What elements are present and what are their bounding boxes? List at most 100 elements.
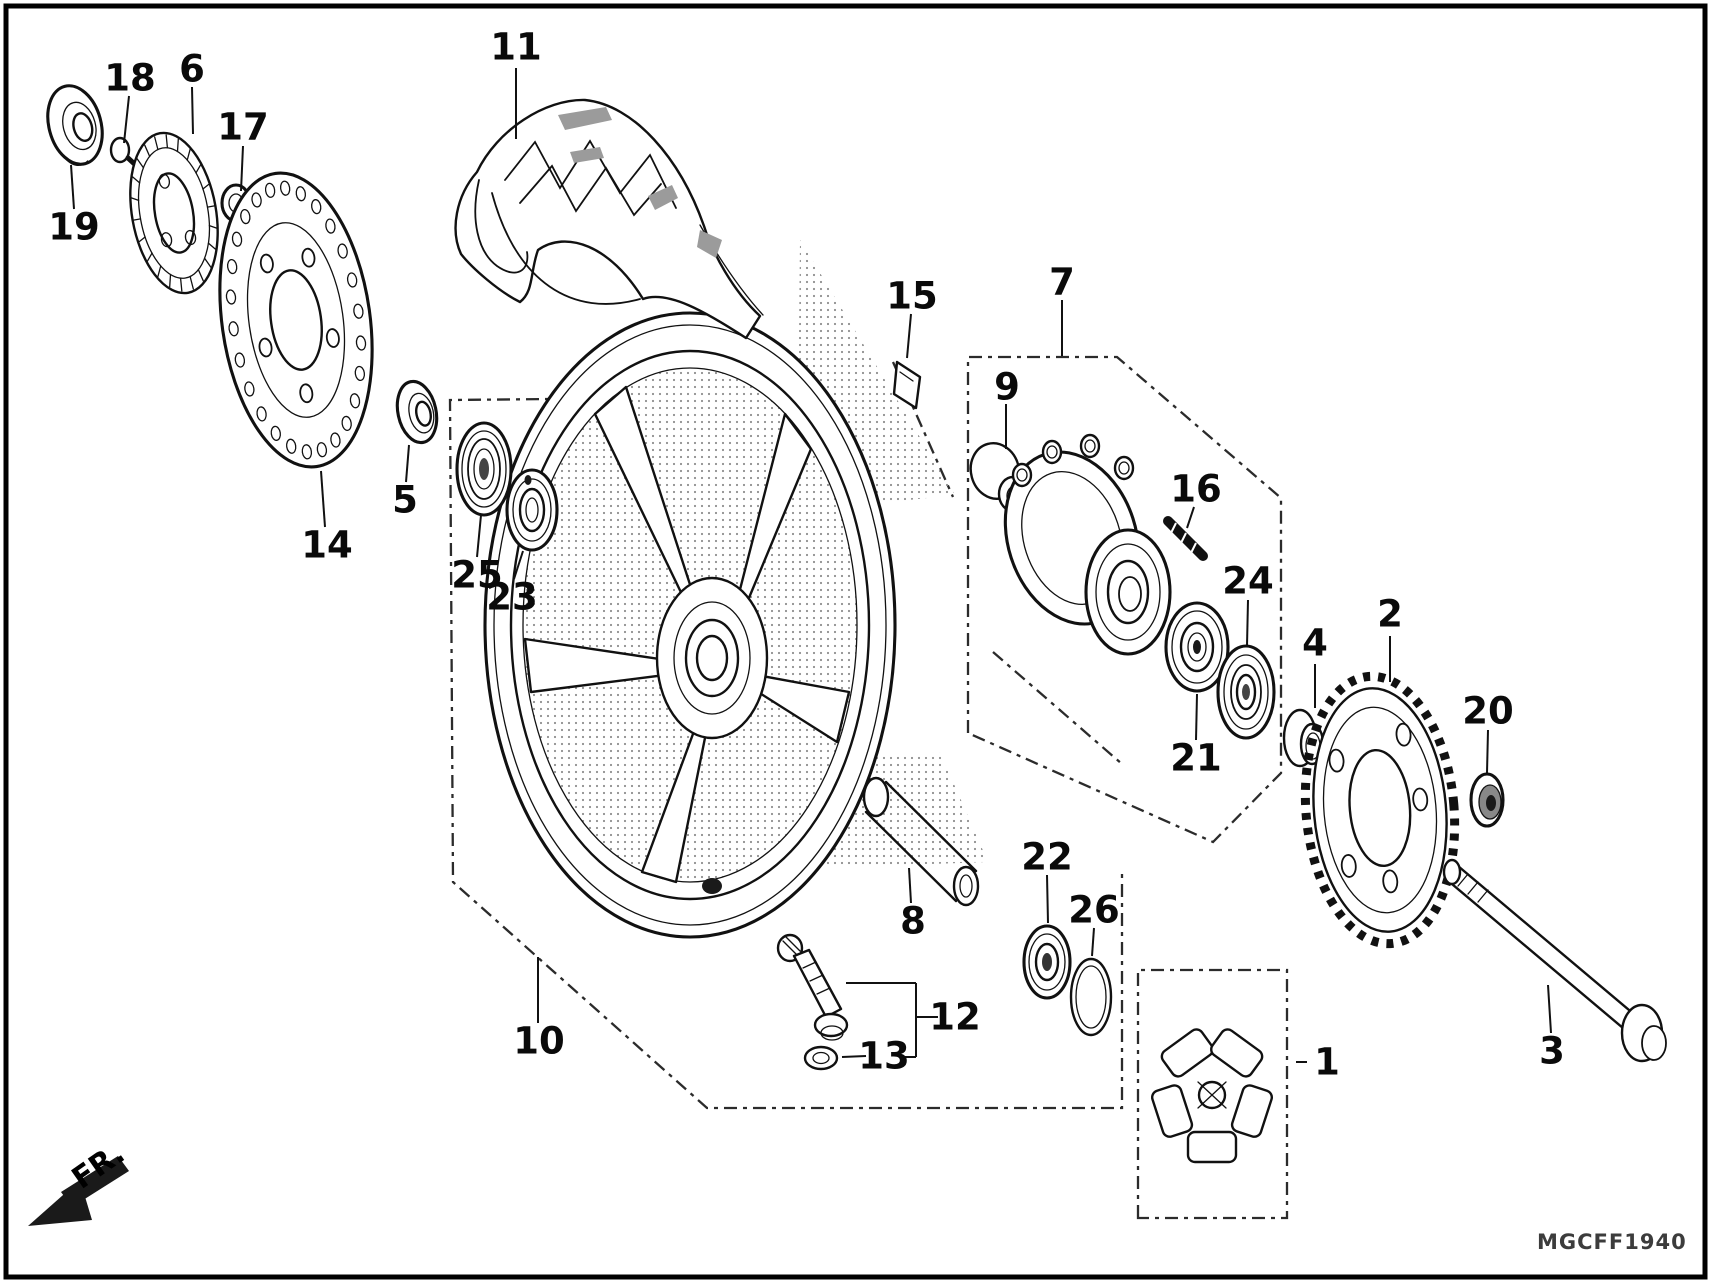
pulser-tick — [154, 136, 159, 151]
disc-hole — [346, 272, 358, 288]
hub-bearing — [1164, 601, 1230, 693]
page-border — [3, 3, 1708, 1280]
disc-hole — [330, 432, 341, 448]
callout-23: 23 — [486, 576, 538, 619]
disc-hole — [285, 438, 297, 454]
disc-hole — [264, 182, 276, 198]
callout-1: 1 — [1314, 1041, 1340, 1084]
pulser-tick — [144, 144, 151, 157]
pulser-tick — [138, 236, 146, 243]
pulser-tick — [195, 164, 202, 174]
pulser-tick — [197, 269, 204, 282]
sprocket-nut — [1469, 772, 1505, 828]
pulser-tick — [208, 224, 218, 229]
callout-3: 3 — [1539, 1030, 1565, 1073]
callout-leader-16 — [1186, 506, 1195, 529]
disc-hole — [240, 208, 251, 225]
pulser-tick — [169, 273, 172, 288]
mudguard — [454, 98, 764, 340]
disc-hole — [337, 243, 348, 259]
disc-hole — [355, 335, 367, 351]
callout-4: 4 — [1302, 622, 1328, 665]
callout-18: 18 — [104, 57, 156, 100]
tire-valve — [776, 933, 849, 1041]
callout-9: 9 — [994, 366, 1020, 409]
pulser-tick — [179, 277, 183, 292]
pulser-tick — [165, 134, 169, 149]
pulser-tick — [136, 158, 145, 169]
hub-boss — [1084, 528, 1172, 656]
callout-13: 13 — [858, 1035, 910, 1078]
wheel-group-box-right-edge — [891, 361, 1123, 765]
pulser-tick — [207, 242, 217, 250]
disc-hole — [349, 393, 361, 409]
disc-hole — [244, 381, 255, 397]
hub-assembly — [969, 433, 1276, 740]
balance-weight — [892, 360, 922, 410]
fr-arrow-head — [28, 1180, 92, 1226]
callout-17: 17 — [217, 106, 269, 149]
callout-7: 7 — [1049, 261, 1075, 304]
disc-hole — [270, 425, 282, 441]
callout-leader-17 — [240, 145, 244, 192]
disc-hole — [225, 289, 237, 305]
disc-hole — [354, 365, 366, 382]
callout-25: 25 — [451, 554, 503, 597]
callout-leader-5 — [405, 444, 410, 483]
group-boxes — [448, 355, 1289, 1220]
damper-lobe — [1210, 1028, 1264, 1078]
wheel-group-box — [448, 396, 1124, 1110]
callout-20: 20 — [1462, 690, 1514, 733]
callout-16: 16 — [1170, 468, 1222, 511]
damper-lobe — [1160, 1028, 1214, 1078]
callout-leader-3 — [1547, 984, 1552, 1034]
callout-leader-14 — [320, 470, 326, 528]
disc-hole — [234, 352, 246, 368]
callout-leader-23 — [513, 550, 524, 580]
wheel-bearing-left — [505, 468, 559, 552]
callout-19: 19 — [48, 206, 100, 249]
callout-leader-6 — [191, 86, 194, 135]
disc-hole — [256, 406, 267, 422]
callout-24: 24 — [1222, 560, 1274, 603]
callout-leader-8 — [908, 867, 912, 904]
callout-5: 5 — [392, 479, 418, 522]
callout-leader-22 — [1046, 874, 1049, 924]
sprocket-center-hole — [1348, 748, 1412, 868]
pulser-tick — [203, 257, 212, 268]
hub-bearing-outer — [1022, 924, 1072, 1000]
hub-dust-seal — [1216, 644, 1276, 740]
disc-hole — [226, 258, 238, 275]
callout-leader-26 — [1091, 927, 1095, 957]
disc-hole — [316, 442, 328, 458]
hub-studs — [1011, 433, 1135, 488]
callout-11: 11 — [490, 26, 542, 69]
disc-hole — [279, 180, 291, 196]
valve-nut — [803, 1045, 839, 1071]
callout-leader-21 — [1195, 693, 1198, 741]
callout-12: 12 — [929, 996, 981, 1039]
damper-lobe — [1150, 1084, 1194, 1138]
rear-axle — [1442, 858, 1667, 1063]
callout-15: 15 — [886, 275, 938, 318]
pulser-tick — [146, 252, 153, 262]
side-collar-nut — [395, 379, 439, 445]
callout-22: 22 — [1021, 836, 1073, 879]
callout-6: 6 — [179, 48, 205, 91]
callout-21: 21 — [1170, 737, 1222, 780]
dust-seal-left — [455, 421, 513, 517]
hub-stud-bolt — [1163, 516, 1208, 561]
pulser-tick — [206, 205, 216, 208]
fr-direction-arrow: FR. — [28, 1136, 131, 1226]
o-ring — [1069, 957, 1113, 1037]
brake-disc — [218, 171, 374, 469]
pulser-tick — [186, 148, 191, 161]
pulser-tick — [130, 197, 140, 202]
pulser-tick — [157, 265, 162, 278]
wheel-spacer — [862, 776, 980, 907]
disc-hole — [301, 444, 313, 460]
disc-hole — [231, 231, 243, 247]
callout-8: 8 — [900, 900, 926, 943]
